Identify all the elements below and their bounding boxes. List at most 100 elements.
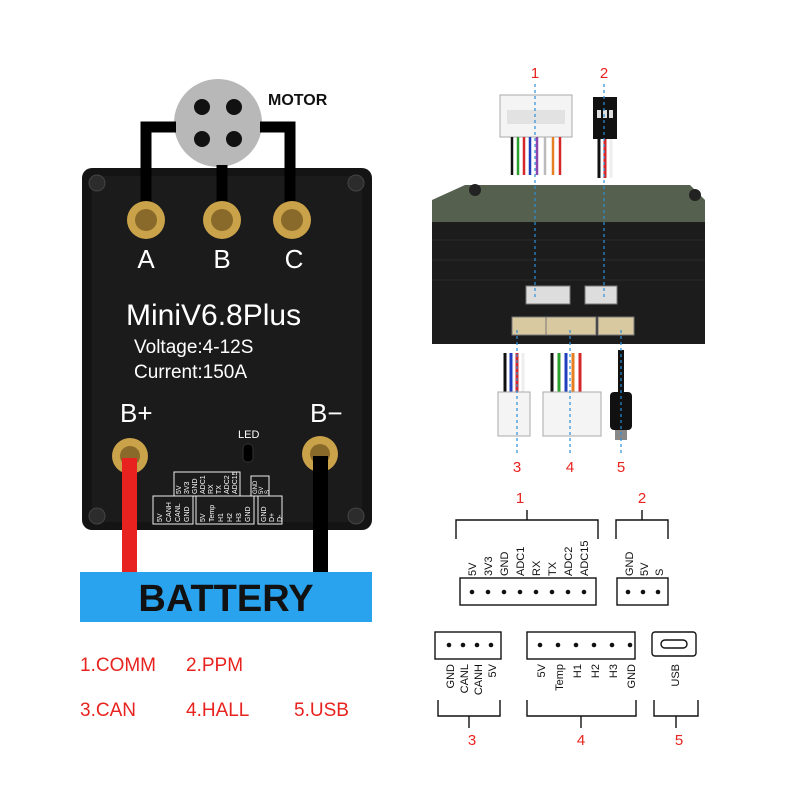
pin-label-hall: Temp: [554, 664, 566, 691]
pin-dot: [573, 642, 579, 648]
silk-label-comm: ADC15: [232, 471, 239, 494]
legend-hall: 4.HALL: [186, 700, 250, 721]
pin-dot: [501, 589, 507, 595]
battery-pos-label: B+: [120, 398, 153, 428]
voltage-rating: Voltage:4-12S: [134, 337, 253, 358]
silk-label-ppm: 5V: [259, 487, 265, 494]
silk-label-hall: 5V: [200, 513, 207, 522]
pinout-usb-number: 5: [675, 732, 683, 749]
current-rating: Current:150A: [134, 362, 247, 383]
silk-label-usb: D+: [269, 513, 276, 522]
pin-label-hall: H1: [572, 664, 584, 678]
pin-label-hall: H3: [608, 664, 620, 678]
legend-ppm: 2.PPM: [186, 655, 244, 676]
battery-label: BATTERY: [138, 578, 313, 620]
led-indicator: [242, 443, 254, 463]
battery-neg-label: B−: [310, 398, 343, 428]
pin-label-can: CANL: [459, 664, 471, 693]
battery-wires: [122, 456, 328, 573]
connector-ports: [511, 285, 635, 336]
pin-label-hall: GND: [626, 664, 638, 689]
pin-label-hall: H2: [590, 664, 602, 678]
silk-label-comm: GND: [192, 478, 199, 494]
silk-label-comm: TX: [216, 485, 223, 494]
silk-label-can: CANH: [166, 502, 173, 522]
legend-usb: 5.USB: [294, 700, 349, 721]
pin-dot: [549, 589, 555, 595]
silk-label-hall: H3: [236, 513, 243, 522]
motor-label: MOTOR: [268, 92, 328, 109]
pin-label-hall: 5V: [536, 663, 548, 677]
led-label: LED: [238, 429, 259, 441]
heatsink-top-plate: [432, 185, 705, 222]
pin-dot: [609, 642, 615, 648]
hall-cable-connector: [542, 353, 602, 437]
silk-label-comm: ADC1: [200, 475, 207, 494]
silk-label-hall: GND: [245, 506, 252, 522]
pin-dot: [469, 589, 475, 595]
can-cable-connector: [497, 353, 531, 437]
pin-label-comm: 5V: [467, 562, 479, 576]
pin-dot: [565, 589, 571, 595]
silk-label-hall: H1: [218, 513, 225, 522]
pin-label-ppm: GND: [624, 552, 636, 577]
model-name: MiniV6.8Plus: [126, 299, 301, 332]
pin-dot: [460, 642, 466, 648]
pin-dot: [627, 642, 633, 648]
silk-label-usb: GND: [261, 506, 268, 522]
silk-label-can: GND: [184, 506, 191, 522]
legend-can: 3.CAN: [80, 700, 136, 721]
pin-label-comm: ADC15: [579, 541, 591, 576]
pin-dot: [625, 589, 631, 595]
pin-dot: [581, 589, 587, 595]
silk-label-comm: RX: [208, 484, 215, 494]
phase-label-a: A: [137, 244, 155, 274]
pinout-ppm-number: 2: [638, 490, 646, 507]
phase-terminals: [127, 201, 311, 239]
legend-comm: 1.COMM: [80, 655, 156, 676]
pin-label-can: CANH: [473, 664, 485, 695]
silk-label-comm: ADC2: [224, 475, 231, 494]
pin-label-usb: USB: [670, 664, 682, 687]
phase-label-c: C: [285, 244, 304, 274]
silk-label-comm: 3V3: [184, 481, 191, 494]
silk-label-can: CANL: [175, 503, 182, 522]
silk-label-ppm: S: [265, 490, 271, 494]
callout-3: 3: [513, 459, 521, 476]
pin-dot: [485, 589, 491, 595]
battery-bar: [80, 572, 372, 622]
pinout-can-number: 3: [468, 732, 476, 749]
pin-label-can: GND: [445, 664, 457, 689]
pin-dot: [555, 642, 561, 648]
silk-label-ppm: GND: [253, 480, 259, 494]
callout-lines: [516, 84, 622, 455]
silkscreen-connectors: [152, 471, 283, 525]
corner-screws: [88, 174, 365, 525]
pin-label-comm: 3V3: [483, 556, 495, 576]
pin-label-can: 5V: [487, 663, 499, 677]
callout-1: 1: [531, 65, 539, 82]
pinout-comm-number: 1: [516, 490, 524, 507]
silk-label-hall: Temp: [209, 505, 216, 522]
pin-dot: [517, 589, 523, 595]
silk-label-comm: 5V: [176, 485, 183, 494]
pin-label-comm: GND: [499, 552, 511, 577]
callout-5: 5: [617, 459, 625, 476]
pin-dots: [446, 589, 661, 648]
callout-4: 4: [566, 459, 574, 476]
pin-label-ppm: 5V: [639, 562, 651, 576]
pin-dot: [655, 589, 661, 595]
side-view-diagram: 1 2 3 4 5: [432, 65, 705, 476]
ppm-cable-connector: [593, 97, 617, 178]
pin-label-comm: ADC1: [515, 547, 527, 576]
callout-2: 2: [600, 65, 608, 82]
pin-dot: [537, 642, 543, 648]
silk-label-usb: D-: [277, 514, 284, 522]
comm-cable-connector: [499, 94, 573, 175]
pin-dot: [640, 589, 646, 595]
silk-label-can: 5V: [157, 513, 164, 522]
pin-label-comm: TX: [547, 561, 559, 576]
